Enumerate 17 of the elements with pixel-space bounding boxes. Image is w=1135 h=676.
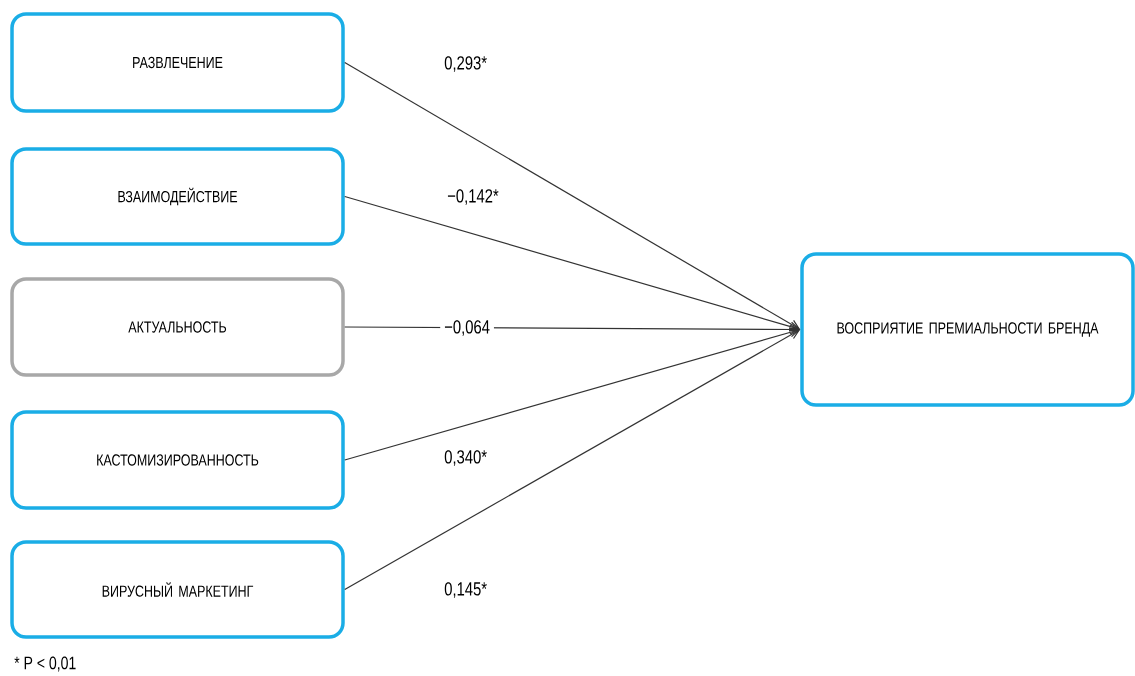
arrow	[344, 61, 801, 330]
box: КАСТОМИЗИРОВАННОСТЬ	[10, 410, 345, 510]
arrow	[344, 324, 801, 335]
arrow	[344, 327, 801, 461]
arrow	[344, 329, 801, 591]
footnote: * P < 0,01	[14, 656, 76, 672]
box: ВОСПРИЯТИЕ ПРЕМИАЛЬНОСТИ БРЕНДА	[800, 252, 1135, 407]
box: ВЗАИМОДЕЙСТВИЕ	[10, 147, 345, 246]
edge-label: 0,340*	[440, 446, 492, 470]
edge-label: −0,064	[440, 316, 494, 340]
arrow	[344, 195, 801, 332]
edge-label: 0,145*	[440, 578, 492, 602]
box: ВИРУСНЫЙ МАРКЕТИНГ	[10, 540, 345, 639]
box: АКТУАЛЬНОСТЬ	[10, 277, 345, 377]
box: РАЗВЛЕЧЕНИЕ	[10, 12, 345, 113]
edge-label: −0,142*	[443, 185, 503, 209]
edge-label: 0,293*	[440, 52, 492, 76]
